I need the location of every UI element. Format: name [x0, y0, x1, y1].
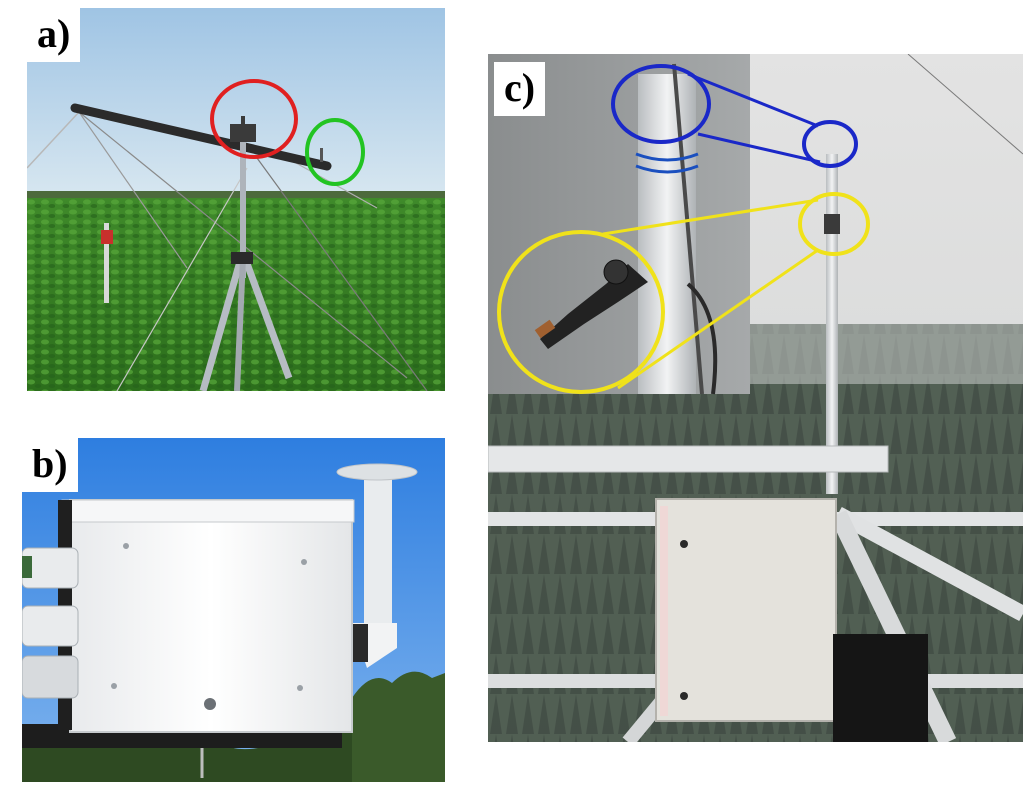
panel-b: b) — [22, 438, 445, 782]
panel-c: c) — [488, 54, 1023, 742]
red-highlight-circle — [210, 79, 298, 159]
blue-highlight-circle — [802, 120, 858, 168]
blue-highlight-circle-inset — [611, 64, 711, 144]
panel-c-label: c) — [494, 62, 546, 116]
panel-b-label: b) — [22, 438, 78, 492]
panel-a-label: a) — [27, 8, 81, 62]
panel-b-photo — [22, 438, 445, 782]
yellow-highlight-circle — [798, 192, 870, 256]
panel-c-photo — [488, 54, 1023, 742]
panel-a: a) — [27, 8, 445, 391]
yellow-highlight-circle-inset — [497, 230, 665, 394]
green-highlight-circle — [305, 118, 365, 186]
panel-a-photo — [27, 8, 445, 391]
